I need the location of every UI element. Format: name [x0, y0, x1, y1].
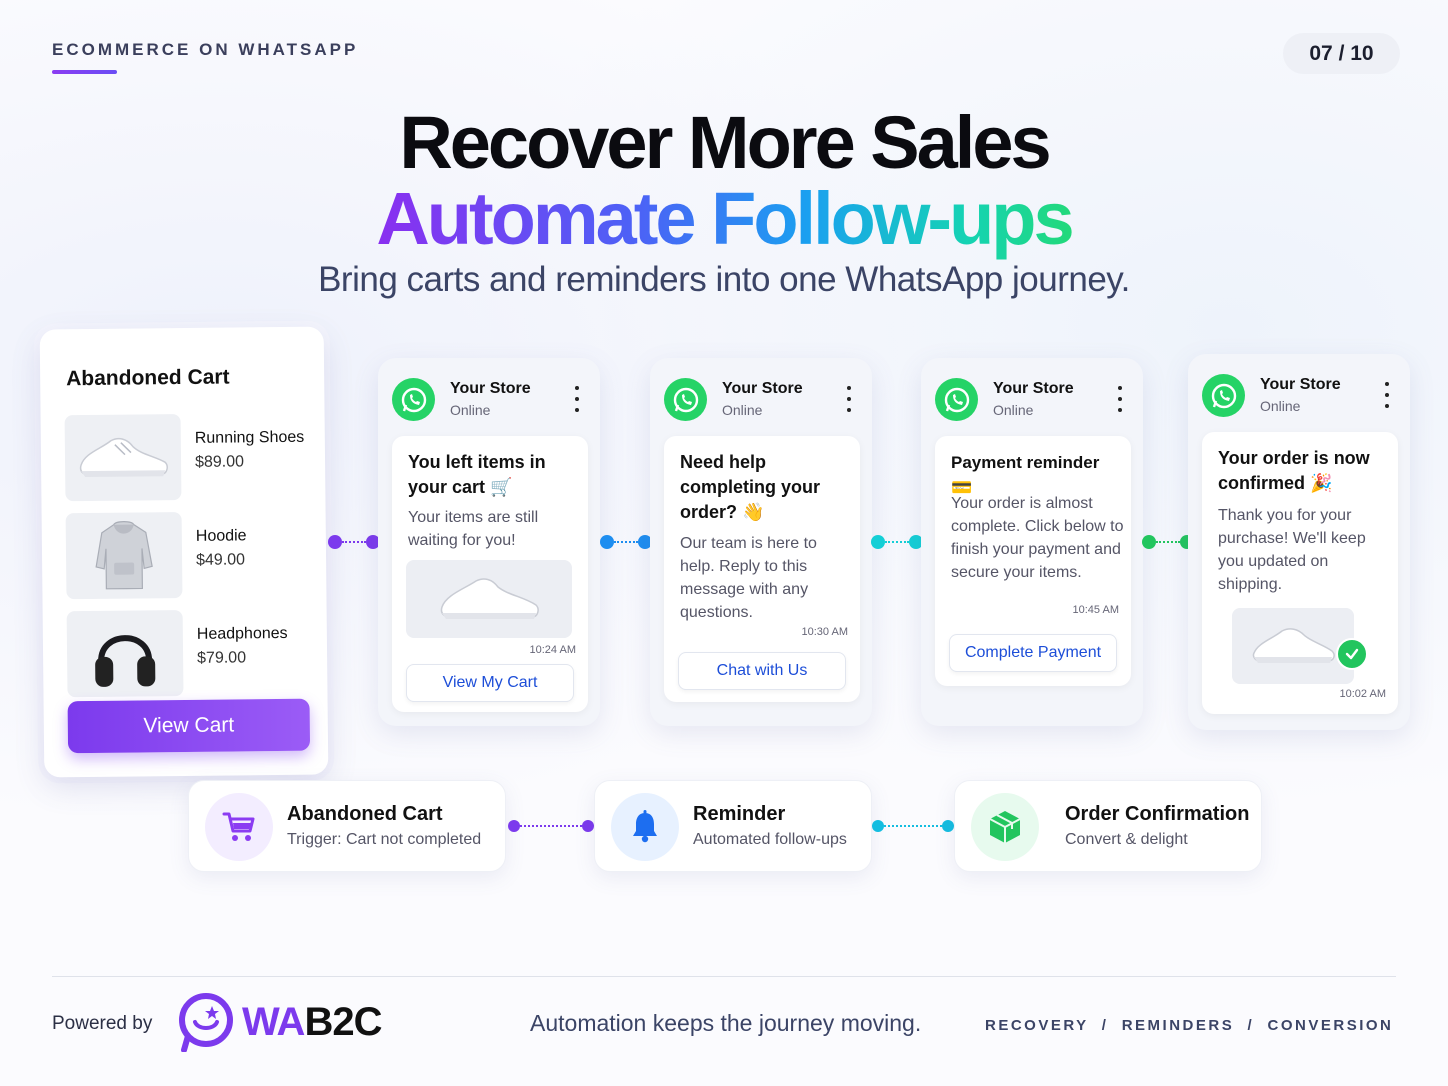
cart-title: Abandoned Cart [66, 365, 230, 391]
step-title: Abandoned Cart [287, 803, 443, 825]
headline-primary: Recover More Sales [399, 101, 1051, 184]
step-title: Reminder [693, 803, 786, 825]
brand-name: WAB2C [242, 1000, 382, 1045]
bell-icon [611, 793, 679, 861]
eyebrow-label: ECOMMERCE ON WHATSAPP [52, 40, 359, 59]
message-heading: Your order is now confirmed 🎉 [1218, 448, 1370, 493]
view-my-cart-button[interactable]: View My Cart [406, 664, 574, 702]
flow-connector [871, 535, 923, 549]
message-body: Thank you for your purchase! We'll keep … [1218, 507, 1366, 593]
step-reminder: Reminder Automated follow-ups [594, 780, 872, 872]
subtitle: Bring carts and reminders into one Whats… [318, 260, 1130, 299]
step-subtitle: Automated follow-ups [693, 831, 847, 848]
store-name: Your Store [993, 380, 1074, 397]
complete-payment-button[interactable]: Complete Payment [949, 634, 1117, 672]
cart-item-price: $89.00 [194, 453, 245, 471]
chat-card-confirmation: Your Store Online Your order is now conf… [1188, 354, 1410, 730]
chat-header: Your Store Online [392, 376, 586, 422]
chat-card-help: Your Store Online Need help completing y… [650, 358, 872, 726]
flow-connector [328, 535, 380, 549]
message-body: Your order is almost complete. Click bel… [951, 495, 1124, 581]
store-status: Online [722, 402, 763, 418]
message-time: 10:45 AM [1072, 604, 1119, 616]
step-subtitle: Convert & delight [1065, 831, 1188, 848]
store-status: Online [1260, 398, 1301, 414]
store-status: Online [450, 402, 491, 418]
more-options-icon[interactable] [846, 386, 852, 412]
chat-card-cart-reminder: Your Store Online You left items in your… [378, 358, 600, 726]
eyebrow-underline [52, 70, 117, 74]
cart-item-name: Headphones [196, 624, 288, 643]
flow-connector [1142, 535, 1194, 549]
checkmark-icon [1336, 638, 1368, 670]
message-heading: Need help completing your order? 👋 [680, 452, 821, 522]
message-time: 10:02 AM [1339, 688, 1386, 700]
cart-item-price: $79.00 [197, 649, 247, 667]
chat-header: Your Store Online [935, 376, 1129, 422]
headline-secondary: Automate Follow-ups [0, 176, 1448, 261]
hoodie-icon [65, 512, 183, 600]
step-abandoned-cart: Abandoned Cart Trigger: Cart not complet… [188, 780, 506, 872]
message-bubble: Your order is now confirmed 🎉 Thank you … [1202, 432, 1398, 714]
store-name: Your Store [450, 380, 531, 397]
page-indicator: 07 / 10 [1283, 33, 1400, 74]
message-bubble: You left items in your cart 🛒 Your items… [392, 436, 588, 712]
step-title: Order Confirmation [1065, 803, 1250, 825]
footer-tagline: Automation keeps the journey moving. [530, 1010, 922, 1036]
whatsapp-icon [664, 378, 707, 421]
cart-icon [205, 793, 273, 861]
message-bubble: Need help completing your order? 👋 Our t… [664, 436, 860, 702]
store-name: Your Store [722, 380, 803, 397]
message-heading: You left items in your cart 🛒 [408, 452, 546, 497]
abandoned-cart-card: Abandoned Cart Running Shoes $89.00 Hood… [39, 326, 329, 778]
footer-divider [52, 976, 1396, 977]
view-cart-button[interactable]: View Cart [67, 698, 311, 754]
flow-connector [508, 820, 594, 834]
message-heading: Payment reminder 💳 [951, 453, 1100, 497]
chat-with-us-button[interactable]: Chat with Us [678, 652, 846, 690]
store-name: Your Store [1260, 376, 1341, 393]
chat-header: Your Store Online [664, 376, 858, 422]
flow-connector [600, 535, 652, 549]
brand-logo-icon [176, 992, 234, 1053]
message-body: Your items are still waiting for you! [408, 509, 539, 549]
message-body: Our team is here to help. Reply to this … [680, 535, 817, 621]
more-options-icon[interactable] [1384, 382, 1390, 408]
more-options-icon[interactable] [574, 386, 580, 412]
message-time: 10:24 AM [529, 644, 576, 656]
headline-secondary-text: Automate Follow-ups [376, 177, 1074, 260]
cart-item-price: $49.00 [195, 551, 246, 569]
store-status: Online [993, 402, 1034, 418]
message-time: 10:30 AM [801, 626, 848, 638]
brand-name-b2c: B2C [304, 1000, 382, 1044]
chat-card-payment: Your Store Online Payment reminder 💳 You… [921, 358, 1143, 726]
step-subtitle: Trigger: Cart not completed [287, 831, 482, 848]
shoe-icon [1232, 608, 1354, 684]
whatsapp-icon [1202, 374, 1245, 417]
message-bubble: Payment reminder 💳 Your order is almost … [935, 436, 1131, 686]
headphones-icon [66, 610, 184, 698]
flow-connector [872, 820, 954, 834]
chat-header: Your Store Online [1202, 372, 1396, 418]
footer-tags: RECOVERY / REMINDERS / CONVERSION [985, 1017, 1394, 1034]
box-icon [971, 793, 1039, 861]
brand-name-wa: WA [242, 1000, 305, 1044]
whatsapp-icon [392, 378, 435, 421]
cart-item-name: Running Shoes [194, 428, 305, 447]
shoe-icon [64, 414, 182, 502]
more-options-icon[interactable] [1117, 386, 1123, 412]
shoe-icon [406, 560, 572, 638]
step-order-confirmation: Order Confirmation Convert & delight [954, 780, 1262, 872]
powered-by-label: Powered by [52, 1013, 153, 1034]
cart-item-name: Hoodie [195, 527, 247, 545]
whatsapp-icon [935, 378, 978, 421]
